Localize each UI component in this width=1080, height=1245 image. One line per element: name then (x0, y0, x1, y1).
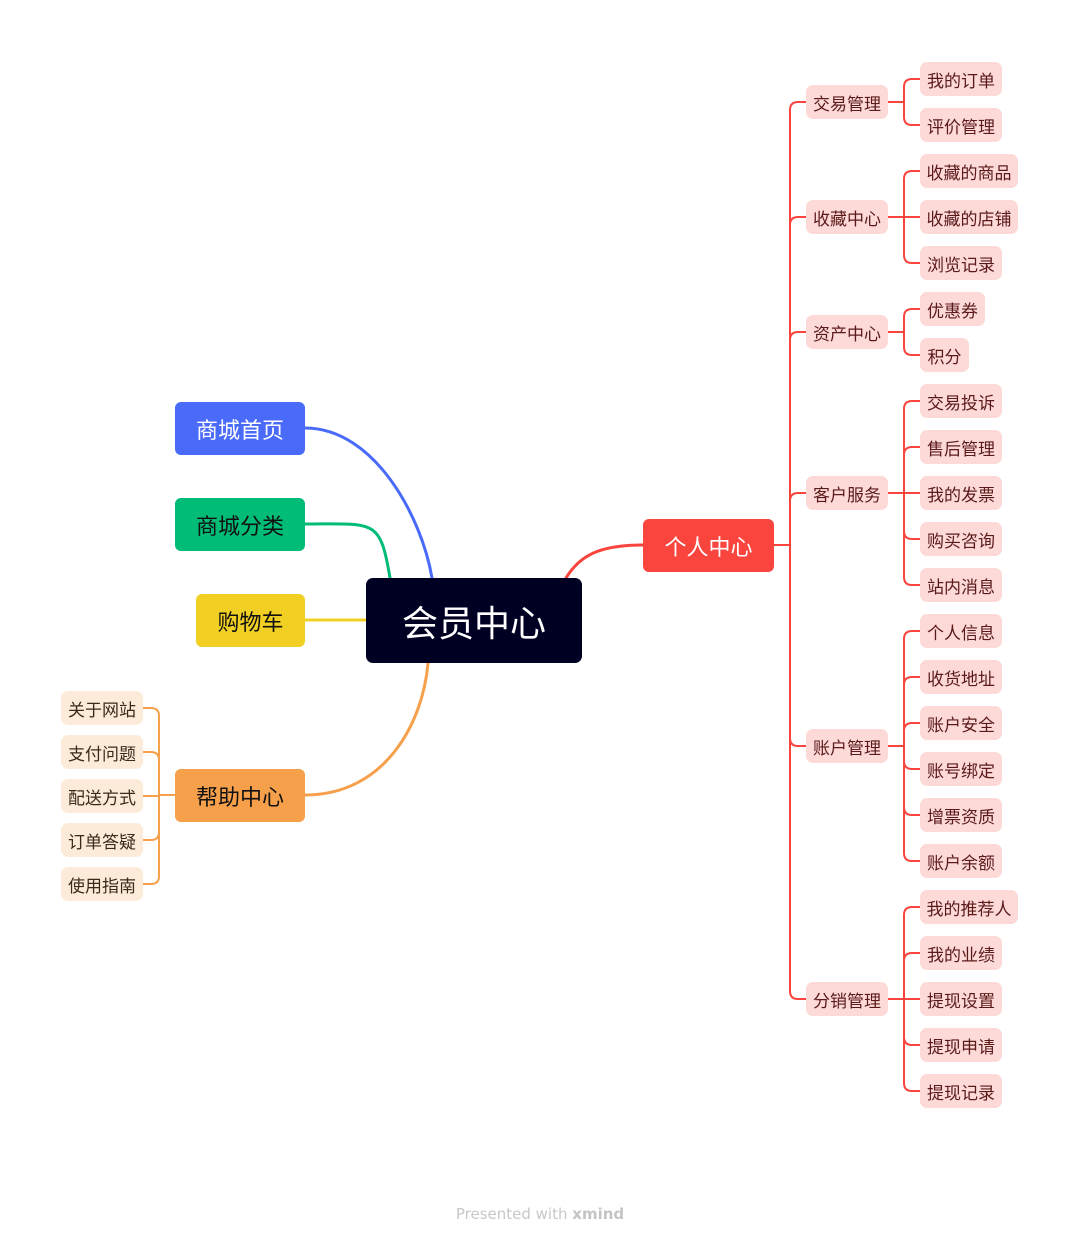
connector-leaf (903, 170, 921, 218)
leaf-node[interactable]: 浏览记录 (920, 246, 1002, 280)
leaf-node[interactable]: 优惠券 (920, 292, 985, 326)
leaf-node[interactable]: 个人信息 (920, 614, 1002, 648)
leaf-node[interactable]: 我的发票 (920, 476, 1002, 510)
leaf-node[interactable]: 账户安全 (920, 706, 1002, 740)
leaf-node[interactable]: 评价管理 (920, 108, 1002, 142)
connector-help-center (303, 661, 430, 797)
connector-leaf (903, 745, 921, 816)
leaf-node[interactable]: 收藏的商品 (920, 154, 1018, 188)
connector-leaf (903, 492, 921, 586)
leaf-node[interactable]: 收货地址 (920, 660, 1002, 694)
connector-leaf (903, 446, 921, 494)
leaf-node[interactable]: 账号绑定 (920, 752, 1002, 786)
leaf-node[interactable]: 提现设置 (920, 982, 1002, 1016)
connector-personal-center (564, 543, 645, 580)
leaf-node[interactable]: 购买咨询 (920, 522, 1002, 556)
branch-personal-center[interactable]: 个人中心 (643, 519, 774, 572)
footer-prefix: Presented with (455, 1205, 568, 1223)
connector-leaf (903, 331, 921, 356)
connector-mall-home (303, 426, 434, 580)
connector-help-topic (142, 707, 160, 796)
group-node[interactable]: 收藏中心 (806, 200, 888, 234)
connector-leaf (903, 676, 921, 747)
leaf-node[interactable]: 积分 (920, 338, 969, 372)
help-topic-item[interactable]: 支付问题 (61, 735, 143, 769)
connector-help-topic (142, 794, 160, 841)
connector-group (789, 101, 807, 546)
connector-help-topic (142, 751, 160, 796)
connector-group (789, 331, 807, 546)
connector-leaf (903, 101, 921, 126)
leaf-node[interactable]: 售后管理 (920, 430, 1002, 464)
group-node[interactable]: 账户管理 (806, 729, 888, 763)
leaf-node[interactable]: 我的推荐人 (920, 890, 1018, 924)
connector-mall-category (303, 522, 392, 580)
connector-group (789, 216, 807, 546)
leaf-node[interactable]: 我的订单 (920, 62, 1002, 96)
leaf-node[interactable]: 账户余额 (920, 844, 1002, 878)
leaf-node[interactable]: 站内消息 (920, 568, 1002, 602)
root-node-member-center[interactable]: 会员中心 (366, 578, 582, 663)
connector-group (789, 544, 807, 1000)
connector-leaf (903, 722, 921, 747)
help-topic-item[interactable]: 关于网站 (61, 691, 143, 725)
connector-leaf (903, 745, 921, 770)
branch-help-center[interactable]: 帮助中心 (175, 769, 305, 822)
connector-group (789, 492, 807, 546)
connector-leaf (903, 308, 921, 333)
connector-leaf (903, 745, 921, 862)
help-topic-item[interactable]: 订单答疑 (61, 823, 143, 857)
leaf-node[interactable]: 收藏的店铺 (920, 200, 1018, 234)
footer-brand: xmind (572, 1205, 625, 1223)
branch-shopping-cart[interactable]: 购物车 (196, 594, 305, 647)
connector-leaf (903, 906, 921, 1000)
connector-leaf (903, 952, 921, 1000)
connector-help-topic (142, 794, 160, 885)
leaf-node[interactable]: 提现记录 (920, 1074, 1002, 1108)
group-node[interactable]: 客户服务 (806, 476, 888, 510)
leaf-node[interactable]: 提现申请 (920, 1028, 1002, 1062)
connector-group (789, 544, 807, 747)
footer-credit: Presented with xmind (0, 1205, 1080, 1223)
leaf-node[interactable]: 增票资质 (920, 798, 1002, 832)
connector-leaf (903, 998, 921, 1046)
connector-leaf (903, 78, 921, 103)
connector-leaf (903, 998, 921, 1092)
connector-leaf (903, 216, 921, 264)
connector-leaf (903, 400, 921, 494)
help-topic-item[interactable]: 配送方式 (61, 779, 143, 813)
group-node[interactable]: 交易管理 (806, 85, 888, 119)
help-topic-item[interactable]: 使用指南 (61, 867, 143, 901)
group-node[interactable]: 资产中心 (806, 315, 888, 349)
leaf-node[interactable]: 交易投诉 (920, 384, 1002, 418)
connector-leaf (903, 630, 921, 747)
group-node[interactable]: 分销管理 (806, 982, 888, 1016)
leaf-node[interactable]: 我的业绩 (920, 936, 1002, 970)
branch-mall-category[interactable]: 商城分类 (175, 498, 305, 551)
connector-leaf (903, 492, 921, 540)
branch-mall-home[interactable]: 商城首页 (175, 402, 305, 455)
